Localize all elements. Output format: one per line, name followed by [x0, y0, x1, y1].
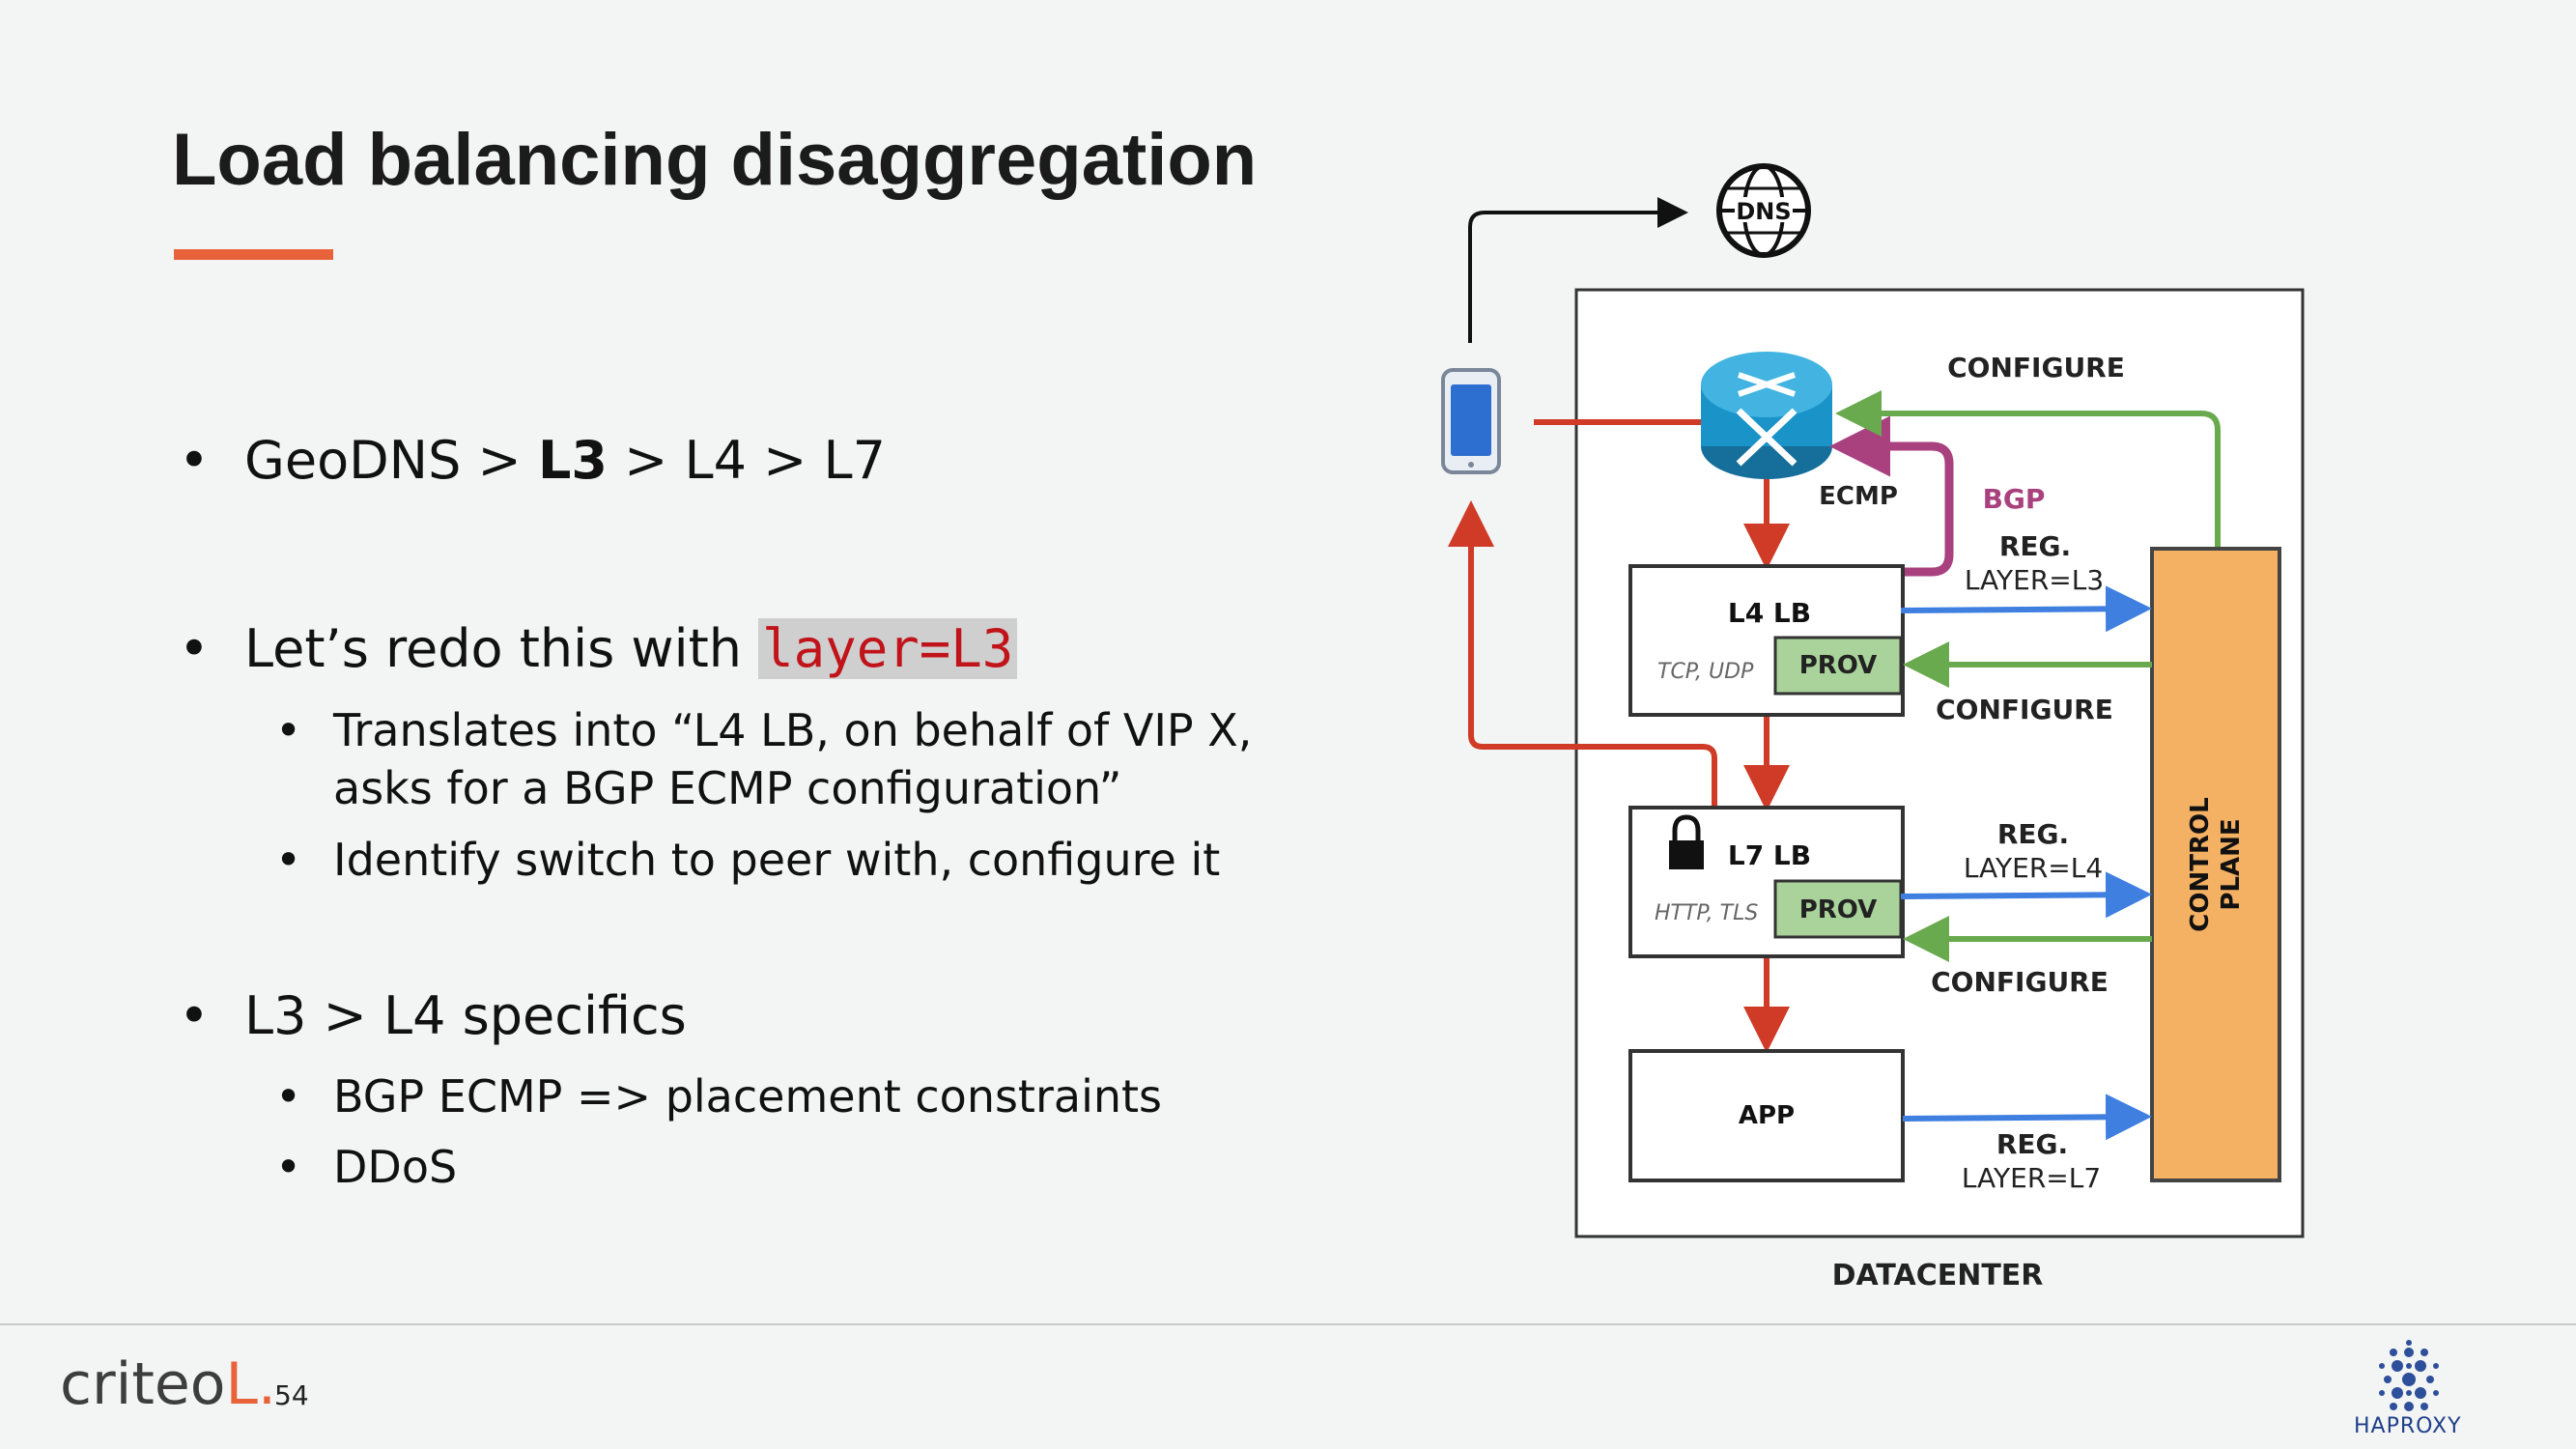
bgp-loop-arrow	[1829, 415, 1954, 577]
reg-l4-arrow	[1900, 871, 2152, 919]
label-datacenter: DATACENTER	[1832, 1259, 2044, 1293]
label-ecmp: ECMP	[1819, 482, 1898, 511]
reg-l7-arrow	[1902, 1094, 2152, 1141]
sub-bullet-ddos: •DDoS	[275, 1141, 458, 1193]
label-configure-top: CONFIGURE	[1947, 352, 2125, 384]
haproxy-logo-icon	[2379, 1340, 2439, 1411]
criteo-logo: criteoL.	[60, 1350, 276, 1418]
sub-bullet-translates-cont: asks for a BGP ECMP configuration”	[333, 762, 1122, 814]
l4-lb-box: L4 LB TCP, UDP PROV	[1628, 564, 1905, 717]
control-plane-label: CONTROL	[2186, 797, 2215, 931]
label-bgp: BGP	[1983, 483, 2046, 515]
bullet-geodns: •GeoDNS > L3 > L4 > L7	[179, 430, 886, 491]
label-layer-l4: LAYER=L4	[1964, 852, 2103, 884]
page-number: 54	[274, 1379, 309, 1411]
label-reg-2: REG.	[1997, 818, 2069, 850]
control-plane-label-2: PLANE	[2217, 818, 2246, 910]
label-reg-3: REG.	[1996, 1128, 2068, 1160]
label-configure-low: CONFIGURE	[1931, 966, 2109, 998]
slide-title: Load balancing disaggregation	[172, 119, 1258, 201]
reg-l3-arrow	[1900, 585, 2152, 633]
label-layer-l7: LAYER=L7	[1962, 1162, 2101, 1194]
svg-text:L7 LB: L7 LB	[1728, 839, 1811, 871]
return-path-arrow	[1448, 500, 1717, 807]
svg-text:PROV: PROV	[1799, 895, 1878, 924]
bullet-redo-layer: •Let’s redo this with layer=L3	[179, 618, 1018, 679]
router-icon	[1701, 352, 1832, 479]
code-layer-l3: layer=L3	[758, 618, 1018, 679]
dns-globe-icon: DNS	[1716, 163, 1811, 258]
svg-text:HTTP, TLS: HTTP, TLS	[1655, 901, 1758, 925]
title-underline	[174, 249, 333, 260]
bullet-l3-l4-specifics: •L3 > L4 specifics	[179, 985, 687, 1046]
sub-bullet-identify-switch: •Identify switch to peer with, configure…	[275, 834, 1221, 886]
label-layer-l3: LAYER=L3	[1965, 564, 2104, 596]
haproxy-logo-label: HAPROXY	[2354, 1414, 2462, 1438]
sub-bullet-bgp-ecmp: •BGP ECMP => placement constraints	[275, 1070, 1163, 1122]
svg-text:DNS: DNS	[1736, 198, 1791, 225]
svg-text:APP: APP	[1739, 1101, 1795, 1130]
label-reg-1: REG.	[1999, 530, 2071, 562]
l7-lb-box: L7 LB HTTP, TLS PROV	[1628, 806, 1905, 958]
svg-text:L4 LB: L4 LB	[1728, 597, 1811, 629]
configure-router-arrow	[1835, 390, 2221, 547]
svg-text:PROV: PROV	[1799, 651, 1878, 680]
phone-icon	[1441, 368, 1501, 474]
svg-text:TCP, UDP: TCP, UDP	[1657, 660, 1754, 684]
control-plane-box	[2150, 547, 2281, 1182]
label-configure-mid: CONFIGURE	[1936, 694, 2113, 725]
footer-divider	[0, 1323, 2576, 1325]
app-box: APP	[1628, 1049, 1905, 1182]
lock-icon	[1669, 814, 1704, 869]
sub-bullet-translates: •Translates into “L4 LB, on behalf of VI…	[275, 704, 1253, 756]
phone-to-dns-arrow	[1468, 197, 1688, 343]
